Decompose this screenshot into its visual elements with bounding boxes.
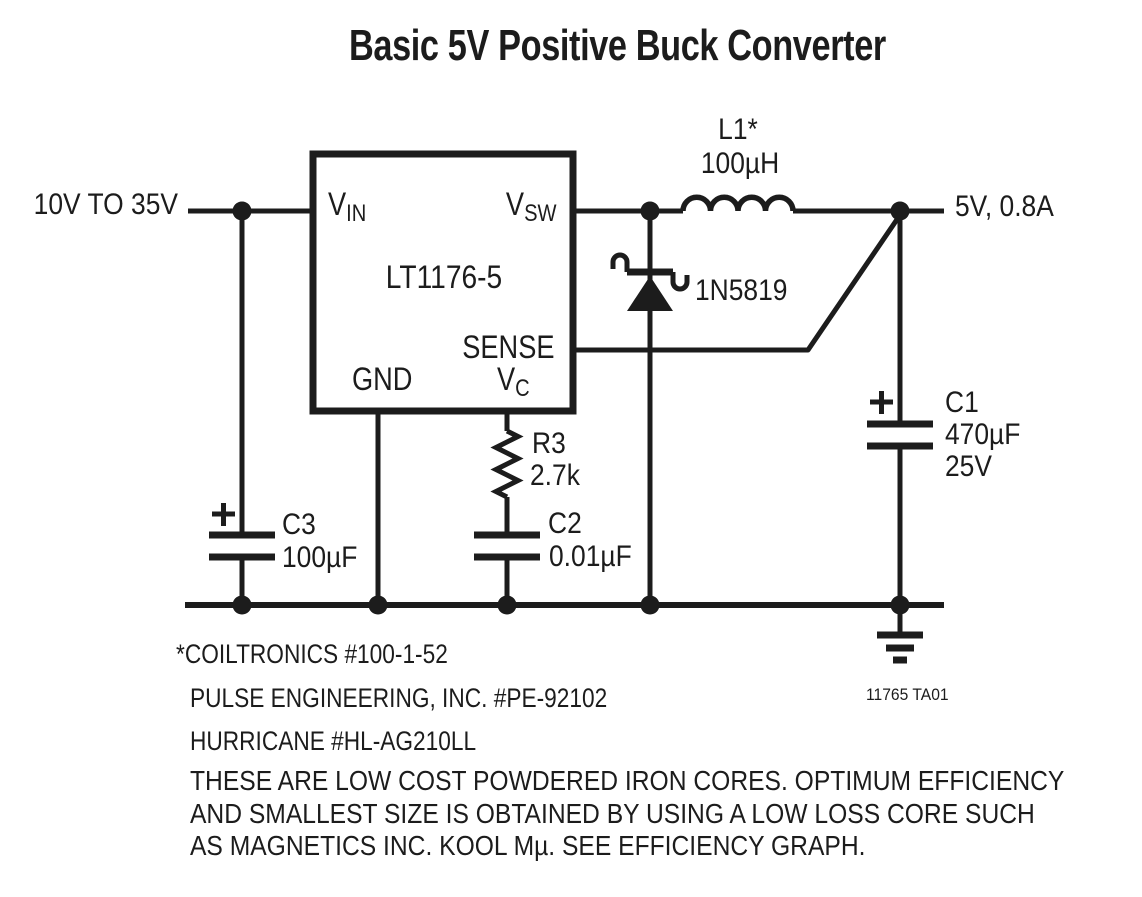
vsw-sub: SW	[523, 201, 556, 227]
c3-plates	[209, 531, 275, 561]
c3-value-label: 100µF	[282, 541, 358, 574]
note-paragraph-line3: AS MAGNETICS INC. KOOL Mµ. SEE EFFICIENC…	[190, 830, 866, 861]
ic-pin-gnd-label: GND	[352, 361, 413, 397]
page-title: Basic 5V Positive Buck Converter	[349, 21, 886, 70]
junction-dot	[640, 201, 660, 221]
junction-dot	[497, 595, 517, 615]
capacitor-c2-symbol	[474, 531, 540, 561]
vin-sub: IN	[346, 201, 367, 227]
junction-dot	[890, 595, 910, 615]
schottky-diode-symbol	[610, 252, 690, 311]
junction-dot	[890, 201, 910, 221]
junction-dot	[368, 595, 388, 615]
capacitor-c3-symbol	[209, 503, 275, 561]
junction-dot	[232, 201, 252, 221]
note-hurricane: HURRICANE #HL-AG210LL	[190, 726, 477, 756]
ic-pin-vc-label: VC	[497, 363, 530, 402]
note-paragraph-line1: THESE ARE LOW COST POWDERED IRON CORES. …	[190, 765, 1065, 796]
c1-plus-sign	[870, 391, 893, 414]
ground-bars	[877, 631, 923, 664]
note-paragraph-line2: AND SMALLEST SIZE IS OBTAINED BY USING A…	[190, 798, 1035, 829]
diode-part-label: 1N5819	[695, 274, 788, 307]
ground-symbol	[877, 607, 923, 664]
schottky-hook-right	[670, 272, 690, 292]
vin-main: V	[328, 186, 347, 222]
c1-plates	[867, 420, 933, 450]
note-coiltronics: *COILTRONICS #100-1-52	[176, 639, 448, 669]
c2-ref-label: C2	[548, 507, 582, 540]
resistor-ref-label: R3	[532, 427, 566, 460]
c3-ref-label: C3	[282, 508, 316, 541]
inductor-symbol	[680, 194, 796, 212]
vsw-main: V	[505, 186, 524, 222]
resistor-value-label: 2.7k	[530, 459, 580, 492]
c1-value-label: 470µF	[945, 418, 1021, 451]
vc-sub: C	[515, 376, 530, 402]
diode-triangle	[627, 276, 673, 311]
c1-ref-label: C1	[945, 386, 979, 419]
capacitor-c1-symbol	[867, 391, 933, 450]
resistor-r3-symbol	[490, 428, 524, 500]
figure-id: 11765 TA01	[866, 685, 949, 704]
schottky-hook-left	[610, 252, 630, 272]
input-voltage-label: 10V TO 35V	[33, 188, 178, 221]
junction-dot	[640, 595, 660, 615]
ic-pin-sense-label: SENSE	[461, 329, 554, 365]
wires	[188, 208, 944, 605]
c2-value-label: 0.01µF	[549, 540, 632, 573]
junction-dot	[232, 595, 252, 615]
junction-dots	[232, 201, 910, 615]
ic-box	[309, 150, 577, 415]
wire-sense	[573, 213, 903, 353]
inductor-ref-label: L1*	[718, 113, 758, 146]
vc-main: V	[497, 361, 516, 397]
ic-part-number: LT1176-5	[385, 259, 503, 295]
ic-pin-vsw-label: VSW	[505, 188, 556, 227]
c1-rating-label: 25V	[945, 450, 992, 483]
note-pulse-engineering: PULSE ENGINEERING, INC. #PE-92102	[190, 683, 608, 713]
ic-pin-vin-label: VIN	[328, 188, 366, 227]
c3-plus-sign	[212, 503, 235, 526]
output-voltage-label: 5V, 0.8A	[955, 190, 1054, 223]
inductor-value-label: 100µH	[700, 147, 780, 180]
